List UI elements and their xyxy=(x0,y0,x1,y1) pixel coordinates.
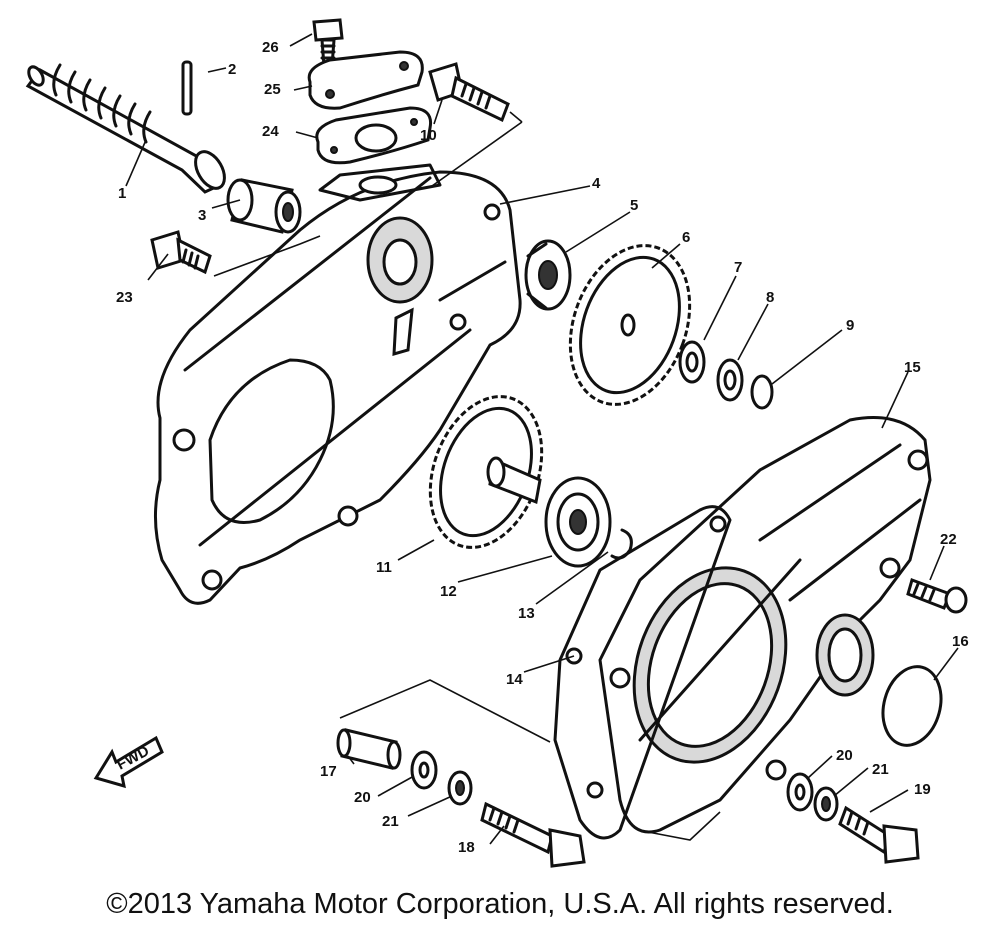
callout-18: 18 xyxy=(458,839,475,856)
part-20-washer-left xyxy=(410,750,438,790)
assembly-lines xyxy=(213,111,721,841)
callout-7: 7 xyxy=(734,259,742,276)
exploded-parts-diagram: FWD 1 xyxy=(25,18,969,868)
part-6-gear xyxy=(568,244,692,406)
part-18-bolt xyxy=(480,801,586,868)
callout-16: 16 xyxy=(952,633,969,650)
part-22-bolt xyxy=(906,578,968,614)
part-2-pin xyxy=(181,60,193,116)
part-5-bearing xyxy=(524,239,572,311)
part-21-washer-right xyxy=(813,786,839,822)
callouts: 1 2 3 4 5 6 7 8 9 10 11 12 13 14 15 16 1… xyxy=(116,39,969,856)
part-15-cover xyxy=(598,416,932,834)
part-21-washer-left xyxy=(447,770,473,806)
callout-21-right: 21 xyxy=(872,761,889,778)
part-12-bearing xyxy=(544,476,612,568)
part-9-circlip xyxy=(750,374,774,410)
callout-13: 13 xyxy=(518,605,535,622)
part-1-worm-shaft xyxy=(25,63,226,194)
callout-20-left: 20 xyxy=(354,789,371,806)
part-3-bushing xyxy=(226,178,302,234)
part-25-plate xyxy=(307,50,424,110)
callout-8: 8 xyxy=(766,289,774,306)
part-17-dowel xyxy=(336,728,402,770)
part-16-snap-ring xyxy=(881,665,943,747)
callout-3: 3 xyxy=(198,207,206,224)
callout-26: 26 xyxy=(262,39,279,56)
part-24-gasket xyxy=(315,106,433,165)
callout-12: 12 xyxy=(440,583,457,600)
callout-11: 11 xyxy=(376,559,392,576)
callout-1: 1 xyxy=(118,185,126,202)
part-7-washer xyxy=(678,340,706,384)
part-4-housing xyxy=(154,163,522,605)
callout-14: 14 xyxy=(506,671,523,688)
part-23-bolt xyxy=(150,230,212,275)
part-19-bolt xyxy=(838,805,920,864)
callout-6: 6 xyxy=(682,229,690,246)
callout-15: 15 xyxy=(904,359,921,376)
callout-17: 17 xyxy=(320,763,337,780)
callout-4: 4 xyxy=(592,175,601,192)
callout-9: 9 xyxy=(846,317,854,334)
part-10-bolt xyxy=(428,62,510,123)
fwd-arrow-icon: FWD xyxy=(93,735,164,789)
callout-5: 5 xyxy=(630,197,638,214)
part-20-washer-right xyxy=(786,772,814,812)
callout-24: 24 xyxy=(262,123,279,140)
callout-2: 2 xyxy=(228,61,236,78)
callout-21-left: 21 xyxy=(382,813,399,830)
callout-10: 10 xyxy=(420,127,437,144)
callout-19: 19 xyxy=(914,781,931,798)
callout-leaders xyxy=(125,33,959,845)
callout-22: 22 xyxy=(940,531,957,548)
copyright-notice: ©2013 Yamaha Motor Corporation, U.S.A. A… xyxy=(106,888,894,920)
callout-23: 23 xyxy=(116,289,133,306)
part-11-gear xyxy=(428,395,544,549)
callout-25: 25 xyxy=(264,81,281,98)
part-8-washer xyxy=(716,358,744,402)
callout-20-right: 20 xyxy=(836,747,853,764)
part-14-gasket xyxy=(553,505,732,840)
